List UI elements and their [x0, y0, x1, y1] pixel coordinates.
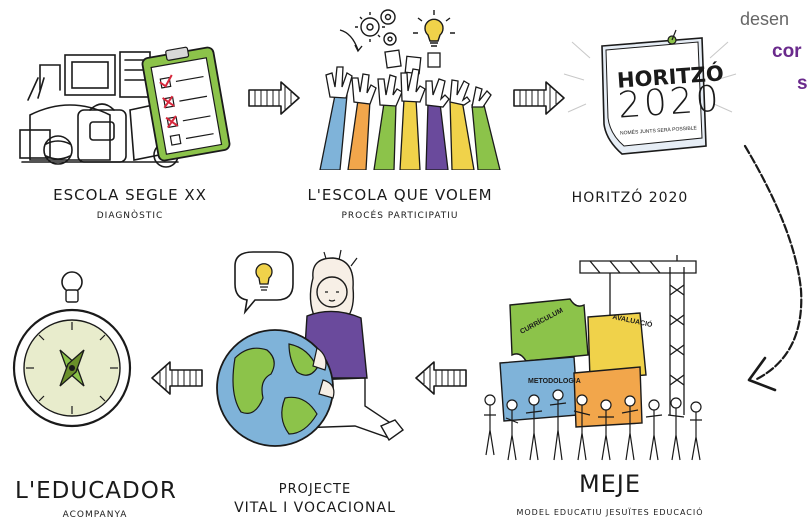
step-title-projecte-line2: VITAL I VOCACIONAL — [234, 500, 396, 516]
puzzle-piece-curriculum — [509, 298, 589, 362]
corner-text-line3: s — [797, 73, 808, 94]
puzzle-label-metodologia: METODOLOGIA — [528, 378, 581, 385]
step-title-escola-que-volem: L'ESCOLA QUE VOLEM — [307, 186, 493, 204]
step-subtitle-diagnostic: DIAGNÒSTIC — [96, 211, 164, 221]
calendar-illustration — [563, 29, 737, 155]
compass-illustration — [12, 271, 132, 428]
school-20th-century-illustration — [19, 46, 231, 168]
participation-hands-illustration — [319, 9, 501, 170]
step-title-escola-segle-xx: ESCOLA SEGLE XX — [53, 186, 207, 204]
corner-text-line1: desen — [740, 9, 790, 29]
step-subtitle-model-educatiu: MODEL EDUCATIU JESUÏTES EDUCACIÓ — [516, 508, 704, 517]
puzzle-crane-illustration — [484, 255, 702, 461]
lightbulb-icon — [255, 263, 273, 291]
arrow-right-icon — [513, 81, 565, 115]
puzzle-piece-avaluacio — [587, 312, 647, 380]
clipboard-icon — [141, 46, 231, 162]
lightbulb-icon — [413, 10, 455, 47]
step-subtitle-acompanya: ACOMPANYA — [62, 510, 128, 520]
gear-icon — [355, 9, 397, 46]
corner-text-line2: cor — [772, 41, 802, 62]
curved-arrow-icon — [743, 144, 803, 392]
arrow-right-icon — [248, 81, 300, 115]
step-title-educador: L'EDUCADOR — [15, 478, 177, 504]
step-title-projecte-line1: PROJECTE — [278, 482, 352, 497]
step-title-horitzo-2020: HORITZÓ 2020 — [571, 190, 689, 206]
step-title-meje: MEJE — [578, 470, 642, 498]
arrow-left-icon — [151, 361, 203, 395]
person-globe-illustration — [216, 249, 405, 447]
calendar-year: 2020 — [616, 78, 723, 127]
arrow-left-icon — [415, 361, 467, 395]
step-subtitle-proces-participatiu: PROCÉS PARTICIPATIU — [341, 211, 459, 221]
